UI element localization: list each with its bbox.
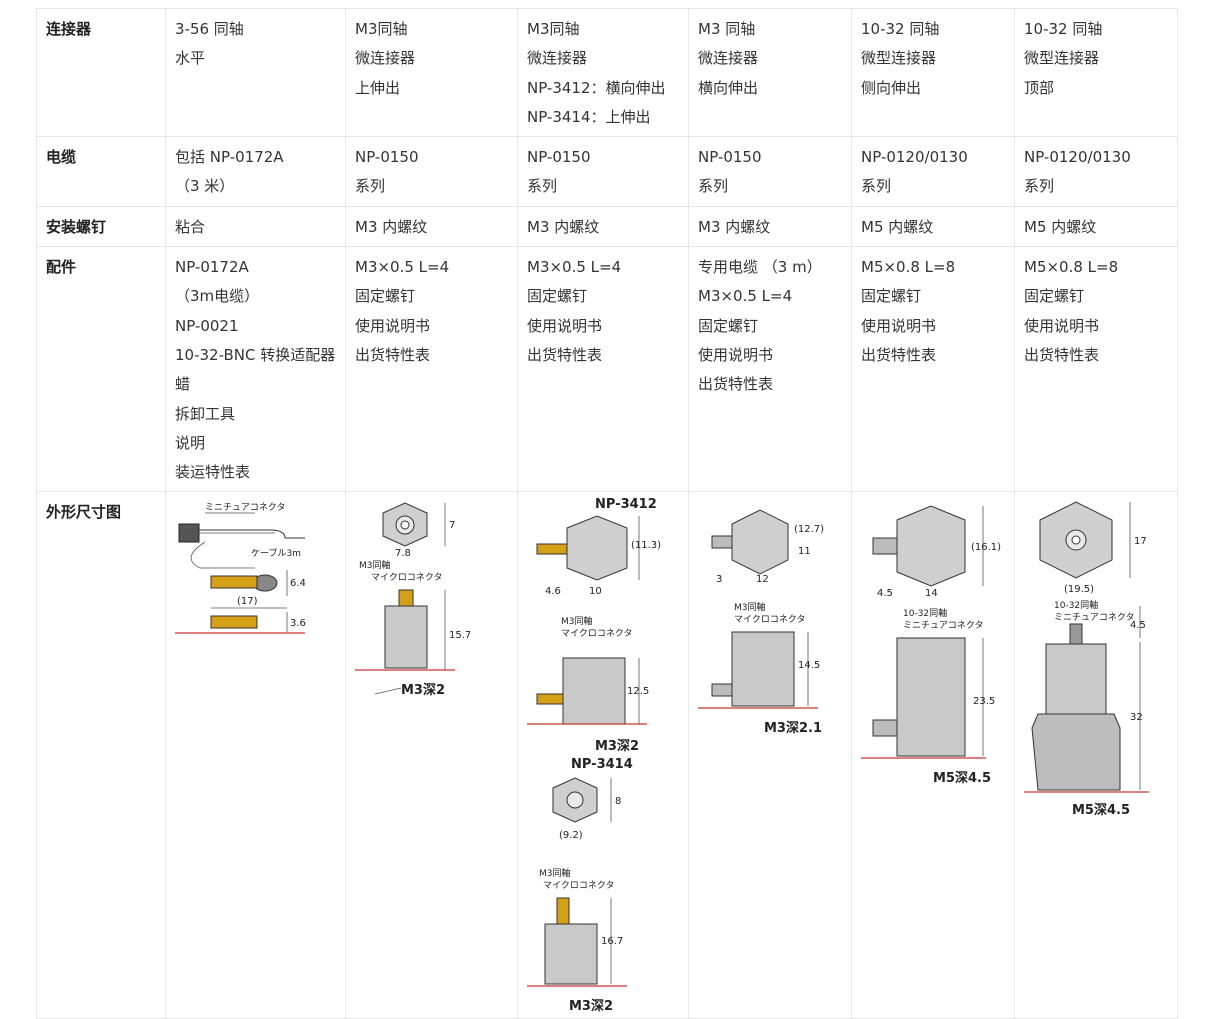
svg-text:NP-3414: NP-3414	[571, 757, 633, 772]
svg-text:3: 3	[716, 574, 722, 585]
svg-text:M3深2: M3深2	[401, 682, 445, 698]
mount-cell-6: M5 内螺纹	[1014, 205, 1178, 248]
svg-text:12.5: 12.5	[627, 686, 649, 697]
drawing-cell-6: 17 (19.5) 10-32同軸 ミニチュアコネクタ 4.5 32 M5深4.…	[1014, 491, 1178, 1019]
svg-text:10-32同軸: 10-32同軸	[1054, 599, 1098, 611]
mount-cell-4: M3 内螺纹	[688, 205, 852, 248]
svg-text:15.7: 15.7	[449, 630, 471, 641]
svg-text:12: 12	[756, 574, 769, 585]
mount-cell-5: M5 内螺纹	[851, 205, 1015, 248]
svg-text:M3深2.1: M3深2.1	[764, 720, 822, 736]
svg-text:M3同軸: M3同軸	[561, 615, 593, 627]
svg-text:(11.3): (11.3)	[631, 540, 661, 551]
row-drawing: 外形尺寸图 ミニチュアコネクタ ケーブル3m 6.4 (17) 3.6	[36, 491, 1178, 1019]
svg-text:14.5: 14.5	[798, 660, 820, 671]
svg-text:4.6: 4.6	[545, 586, 561, 597]
svg-text:M3同軸: M3同軸	[359, 559, 391, 571]
svg-text:(9.2): (9.2)	[559, 830, 583, 841]
mount-cell-1: 粘合	[165, 205, 346, 248]
svg-text:ミニチュアコネクタ: ミニチュアコネクタ	[1054, 612, 1134, 623]
mount-cell-2: M3 内螺纹	[345, 205, 518, 248]
svg-text:7: 7	[449, 520, 455, 531]
svg-text:11: 11	[798, 546, 811, 557]
drawing-cell-2: 7 7.8 M3同軸 マイクロコネクタ 15.7 M3深2	[345, 491, 518, 1019]
row-label: 连接器	[36, 7, 166, 138]
row-label: 外形尺寸图	[36, 491, 166, 1019]
outline-drawing-3: NP-3412 (11.3) 4.6 10 M3同軸 マイクロコネクタ 12.5…	[527, 498, 661, 1014]
connector-cell-1: 3-56 同轴水平	[165, 7, 346, 138]
svg-text:23.5: 23.5	[973, 696, 995, 707]
row-mount: 安装螺钉 粘合 M3 内螺纹 M3 内螺纹 M3 内螺纹 M5 内螺纹 M5 内…	[36, 205, 1178, 248]
outline-drawing-4: (12.7) 11 3 12 M3同軸 マイクロコネクタ 14.5 M3深2.1	[698, 509, 824, 736]
svg-text:マイクロコネクタ: マイクロコネクタ	[734, 614, 805, 625]
outline-drawing-6: 17 (19.5) 10-32同軸 ミニチュアコネクタ 4.5 32 M5深4.…	[1024, 501, 1149, 818]
svg-text:6.4: 6.4	[290, 578, 306, 589]
svg-text:M3深2: M3深2	[569, 998, 613, 1014]
connector-cell-4: M3 同轴微连接器横向伸出	[688, 7, 852, 138]
mount-cell-3: M3 内螺纹	[517, 205, 689, 248]
svg-text:ケーブル3m: ケーブル3m	[251, 547, 301, 559]
svg-text:32: 32	[1130, 712, 1143, 723]
svg-text:10: 10	[589, 586, 602, 597]
outline-drawing-1: ミニチュアコネクタ ケーブル3m 6.4 (17) 3.6	[175, 502, 306, 635]
svg-text:M5深4.5: M5深4.5	[1072, 802, 1130, 818]
outline-drawing-2: 7 7.8 M3同軸 マイクロコネクタ 15.7 M3深2	[355, 502, 471, 698]
svg-text:10-32同軸: 10-32同軸	[903, 607, 947, 619]
connector-cell-6: 10-32 同轴微型连接器顶部	[1014, 7, 1178, 138]
svg-text:M3深2: M3深2	[595, 738, 639, 754]
svg-text:4.5: 4.5	[1130, 620, 1146, 631]
svg-text:4.5: 4.5	[877, 588, 893, 599]
svg-text:(12.7): (12.7)	[794, 524, 824, 535]
svg-text:(19.5): (19.5)	[1064, 584, 1094, 595]
svg-text:マイクロコネクタ: マイクロコネクタ	[543, 880, 614, 891]
svg-text:ミニチュアコネクタ: ミニチュアコネクタ	[205, 502, 285, 513]
svg-text:M3同軸: M3同軸	[539, 867, 571, 879]
drawing-cell-4: (12.7) 11 3 12 M3同軸 マイクロコネクタ 14.5 M3深2.1	[688, 491, 852, 1019]
svg-text:(17): (17)	[237, 596, 258, 607]
svg-text:NP-3412: NP-3412	[595, 498, 657, 512]
svg-text:16.7: 16.7	[601, 936, 623, 947]
svg-text:M5深4.5: M5深4.5	[933, 770, 991, 786]
row-label: 安装螺钉	[36, 205, 166, 248]
svg-text:M3同軸: M3同軸	[734, 601, 766, 613]
drawing-cell-5: (16.1) 4.5 14 10-32同軸 ミニチュアコネクタ 23.5 M5深…	[851, 491, 1015, 1019]
drawing-cell-3: NP-3412 (11.3) 4.6 10 M3同軸 マイクロコネクタ 12.5…	[517, 491, 689, 1019]
connector-cell-2: M3同轴微连接器上伸出	[345, 7, 518, 138]
svg-text:14: 14	[925, 588, 938, 599]
svg-text:7.8: 7.8	[395, 548, 411, 559]
row-label: 电缆	[36, 136, 166, 207]
row-label: 配件	[36, 246, 166, 493]
svg-text:8: 8	[615, 796, 621, 807]
svg-text:ミニチュアコネクタ: ミニチュアコネクタ	[903, 620, 983, 631]
outline-drawing-5: (16.1) 4.5 14 10-32同軸 ミニチュアコネクタ 23.5 M5深…	[861, 505, 1001, 786]
svg-text:17: 17	[1134, 536, 1147, 547]
svg-text:3.6: 3.6	[290, 618, 306, 629]
cable-cell-1: 包括 NP-0172A（3 米）	[165, 136, 346, 207]
drawing-cell-1: ミニチュアコネクタ ケーブル3m 6.4 (17) 3.6	[165, 491, 346, 1019]
svg-text:マイクロコネクタ: マイクロコネクタ	[561, 628, 632, 639]
svg-text:(16.1): (16.1)	[971, 542, 1001, 553]
connector-cell-5: 10-32 同轴微型连接器侧向伸出	[851, 7, 1015, 138]
svg-text:マイクロコネクタ: マイクロコネクタ	[371, 572, 442, 583]
